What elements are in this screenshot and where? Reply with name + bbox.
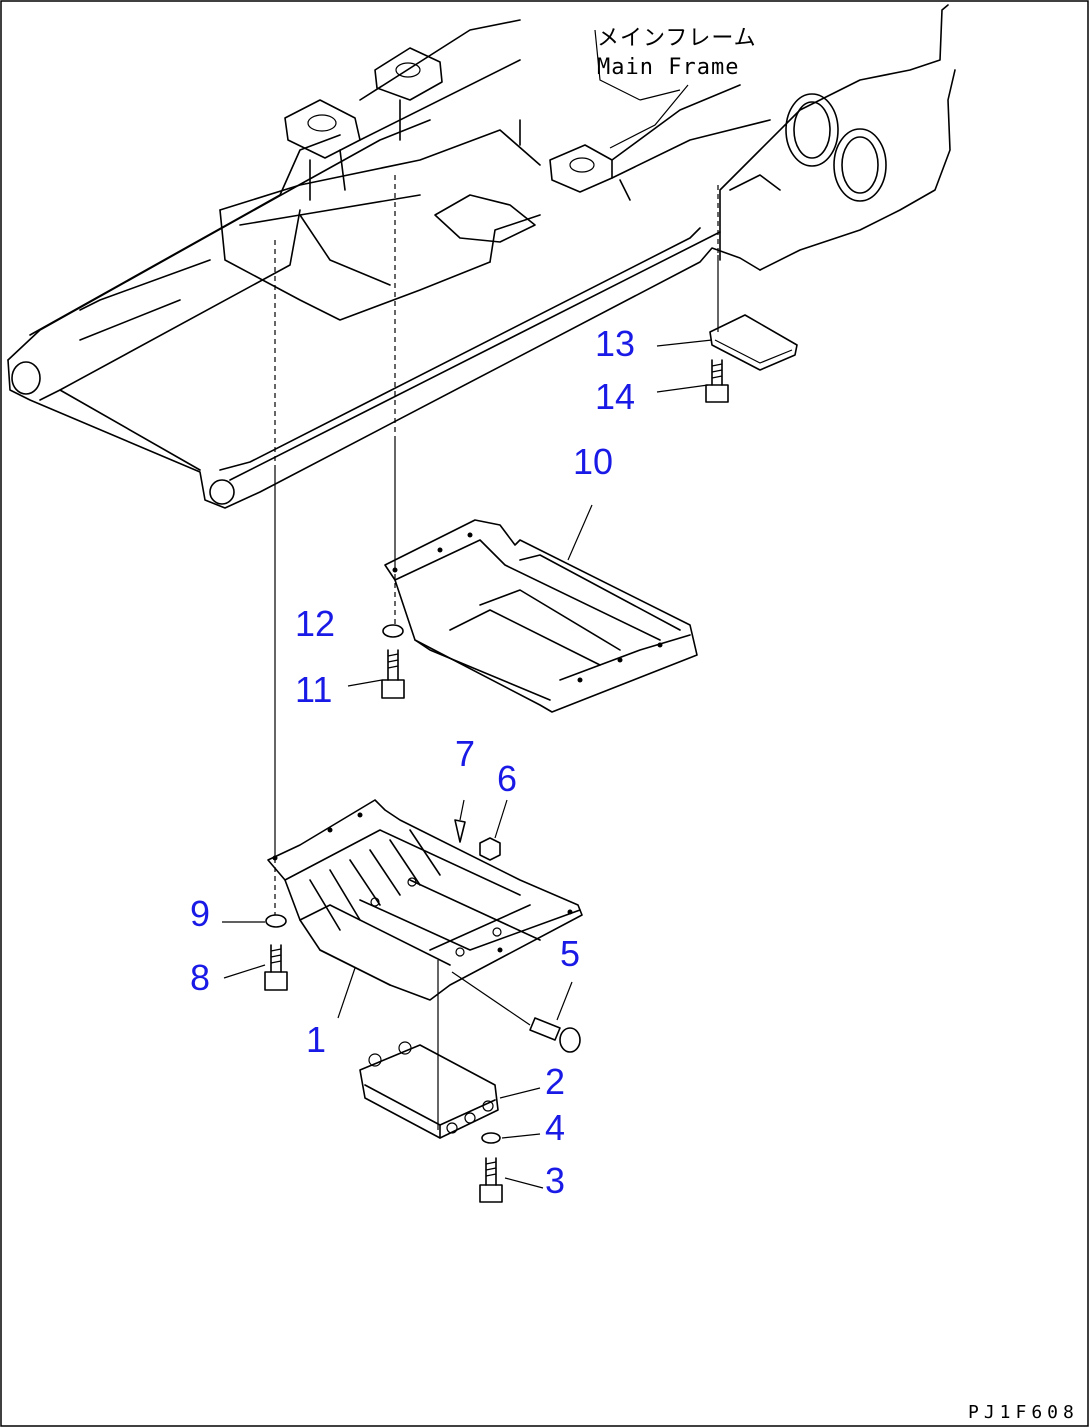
leader-lines xyxy=(222,339,713,1189)
callout-10: 10 xyxy=(573,441,613,482)
callout-1: 1 xyxy=(306,1019,326,1060)
part-4-washer xyxy=(481,1132,501,1144)
part-9-washer xyxy=(265,914,287,928)
part-2-block xyxy=(359,1041,499,1139)
main-frame-label-en: Main Frame xyxy=(597,55,739,80)
part-5-pin xyxy=(529,1017,581,1053)
callout-12: 12 xyxy=(295,603,335,644)
main-frame-label-jp: メインフレーム xyxy=(597,26,757,51)
drawing-code: PJ1F608 xyxy=(968,1402,1079,1423)
callouts: 13 14 10 12 11 7 6 9 8 5 1 2 4 3 xyxy=(190,323,635,1201)
callout-11: 11 xyxy=(295,669,332,710)
part-12-washer xyxy=(382,624,404,638)
part-10-cover xyxy=(384,519,698,713)
part-11-bolt xyxy=(381,649,405,699)
main-frame xyxy=(7,4,956,509)
main-frame-leader xyxy=(609,84,689,149)
callout-6: 6 xyxy=(497,758,517,799)
part-3-bolt xyxy=(479,1157,503,1203)
part-14-bolt xyxy=(705,359,729,403)
part-13-plate xyxy=(709,314,798,371)
callout-13: 13 xyxy=(595,323,635,364)
part-1-cover xyxy=(267,799,583,1001)
main-frame-leader-2 xyxy=(594,29,641,101)
callout-2: 2 xyxy=(545,1061,565,1102)
callout-14: 14 xyxy=(595,376,635,417)
callout-3: 3 xyxy=(545,1160,565,1201)
callout-5: 5 xyxy=(560,933,580,974)
part-6-nut xyxy=(479,837,501,861)
part-8-bolt xyxy=(264,944,288,991)
assembly-lines xyxy=(274,175,719,1130)
part-7-clip xyxy=(454,819,466,843)
callout-9: 9 xyxy=(190,893,210,934)
callout-7: 7 xyxy=(455,733,475,774)
callout-8: 8 xyxy=(190,957,210,998)
callout-4: 4 xyxy=(545,1107,565,1148)
